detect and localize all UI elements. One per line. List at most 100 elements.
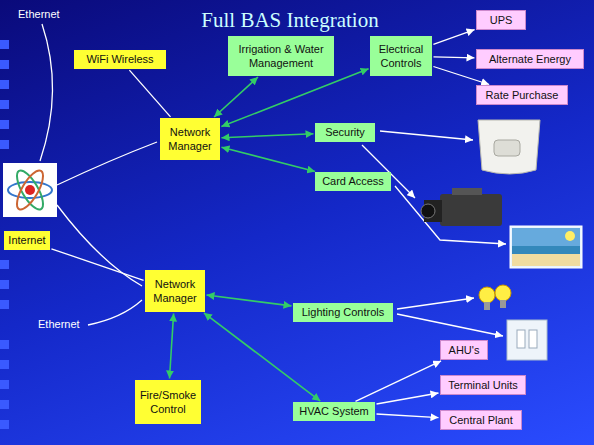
access-card-icon xyxy=(510,226,582,268)
connector-line xyxy=(129,70,170,117)
camera-top xyxy=(452,188,482,195)
card-sun xyxy=(565,231,575,241)
subsystem-box: HVAC System xyxy=(293,402,375,421)
strip-square xyxy=(0,400,9,409)
leader-arrow xyxy=(380,131,473,140)
manager-box: Network Manager xyxy=(145,270,205,312)
link-arrow xyxy=(170,314,174,379)
link-arrow xyxy=(204,313,320,401)
link-arrow xyxy=(221,69,368,127)
subsystem-box: Electrical Controls xyxy=(370,36,432,76)
ethernet-wire xyxy=(88,300,142,325)
link-arrow xyxy=(214,77,258,117)
connector-line xyxy=(377,393,439,404)
orbit xyxy=(12,167,48,213)
detector-lens xyxy=(494,140,520,156)
manager-box: Network Manager xyxy=(160,118,220,160)
strip-square xyxy=(0,340,9,349)
detector-body xyxy=(478,120,540,174)
network-wire xyxy=(57,142,157,185)
box-text: WiFi Wireless xyxy=(86,52,153,66)
lens-glass xyxy=(421,204,435,218)
bulb-base xyxy=(484,302,490,310)
component-box: Terminal Units xyxy=(440,375,526,395)
switch-rocker xyxy=(517,330,525,348)
component-box: Central Plant xyxy=(440,410,522,430)
component-box: UPS xyxy=(476,10,526,30)
network-label: Ethernet xyxy=(38,318,80,330)
bulb-base xyxy=(500,300,506,308)
component-box: AHU's xyxy=(440,340,488,360)
box-text: Network Manager xyxy=(149,277,201,306)
card-sky xyxy=(512,228,580,246)
subsystem-box: Security xyxy=(315,123,375,142)
camera-body xyxy=(440,194,502,226)
card-sea xyxy=(512,246,580,254)
camera-icon xyxy=(421,188,502,226)
manager-box: WiFi Wireless xyxy=(74,50,166,69)
strip-square xyxy=(0,140,9,149)
box-text: Terminal Units xyxy=(448,378,518,392)
subsystem-box: Irrigation & Water Management xyxy=(228,36,334,76)
box-text: AHU's xyxy=(449,343,480,357)
strip-square xyxy=(0,100,9,109)
connector-line xyxy=(434,57,475,58)
network-wires xyxy=(40,24,157,325)
manager-box: Fire/Smoke Control xyxy=(135,380,201,424)
strip-square xyxy=(0,120,9,129)
box-text: Alternate Energy xyxy=(489,52,571,66)
subsystem-box: Card Access xyxy=(315,172,391,191)
strip-square xyxy=(0,420,9,429)
component-box: Rate Purchase xyxy=(476,85,568,105)
leader-arrow xyxy=(397,298,474,309)
leader-arrow xyxy=(397,314,503,336)
network-wire xyxy=(57,205,142,286)
light-bulbs-icon xyxy=(479,285,511,310)
wall-switch-icon xyxy=(507,320,547,360)
motion-detector-icon xyxy=(478,120,540,174)
box-text: Card Access xyxy=(322,174,384,188)
switch-plate xyxy=(507,320,547,360)
nucleus xyxy=(25,185,35,195)
connector-line xyxy=(51,249,143,280)
strip-square xyxy=(0,260,9,269)
network-globe-icon xyxy=(3,163,57,217)
card xyxy=(510,226,582,268)
subsystem-box: Lighting Controls xyxy=(293,303,393,322)
orbit xyxy=(8,182,52,198)
link-arrow xyxy=(207,295,292,306)
box-text: Fire/Smoke Control xyxy=(139,388,197,417)
icon-frame xyxy=(3,163,57,217)
box-text: Central Plant xyxy=(449,413,513,427)
box-text: Internet xyxy=(8,233,45,247)
orbit xyxy=(12,167,48,213)
bulb xyxy=(495,285,511,301)
network-label: Ethernet xyxy=(18,8,60,20)
box-text: Irrigation & Water Management xyxy=(232,42,330,71)
leader-arrow xyxy=(395,186,506,244)
connector-line xyxy=(377,414,439,418)
manager-box: Internet xyxy=(4,231,50,250)
strip-square xyxy=(0,300,9,309)
switch-rocker xyxy=(529,330,537,348)
box-text: HVAC System xyxy=(299,404,368,418)
connector-line xyxy=(433,30,474,45)
ethernet-wire xyxy=(40,24,53,161)
strip-square xyxy=(0,360,9,369)
strip-square xyxy=(0,60,9,69)
strip-square xyxy=(0,80,9,89)
strip-square xyxy=(0,280,9,289)
box-text: Network Manager xyxy=(164,125,216,154)
box-text: Security xyxy=(325,125,365,139)
strip-square xyxy=(0,380,9,389)
strip-square xyxy=(0,40,9,49)
box-text: Lighting Controls xyxy=(302,305,385,319)
box-text: Rate Purchase xyxy=(486,88,559,102)
component-box: Alternate Energy xyxy=(476,49,584,69)
card-sand xyxy=(512,254,580,266)
box-text: UPS xyxy=(490,13,513,27)
box-text: Electrical Controls xyxy=(374,42,428,71)
bulb xyxy=(479,287,495,303)
link-arrow xyxy=(222,134,314,138)
